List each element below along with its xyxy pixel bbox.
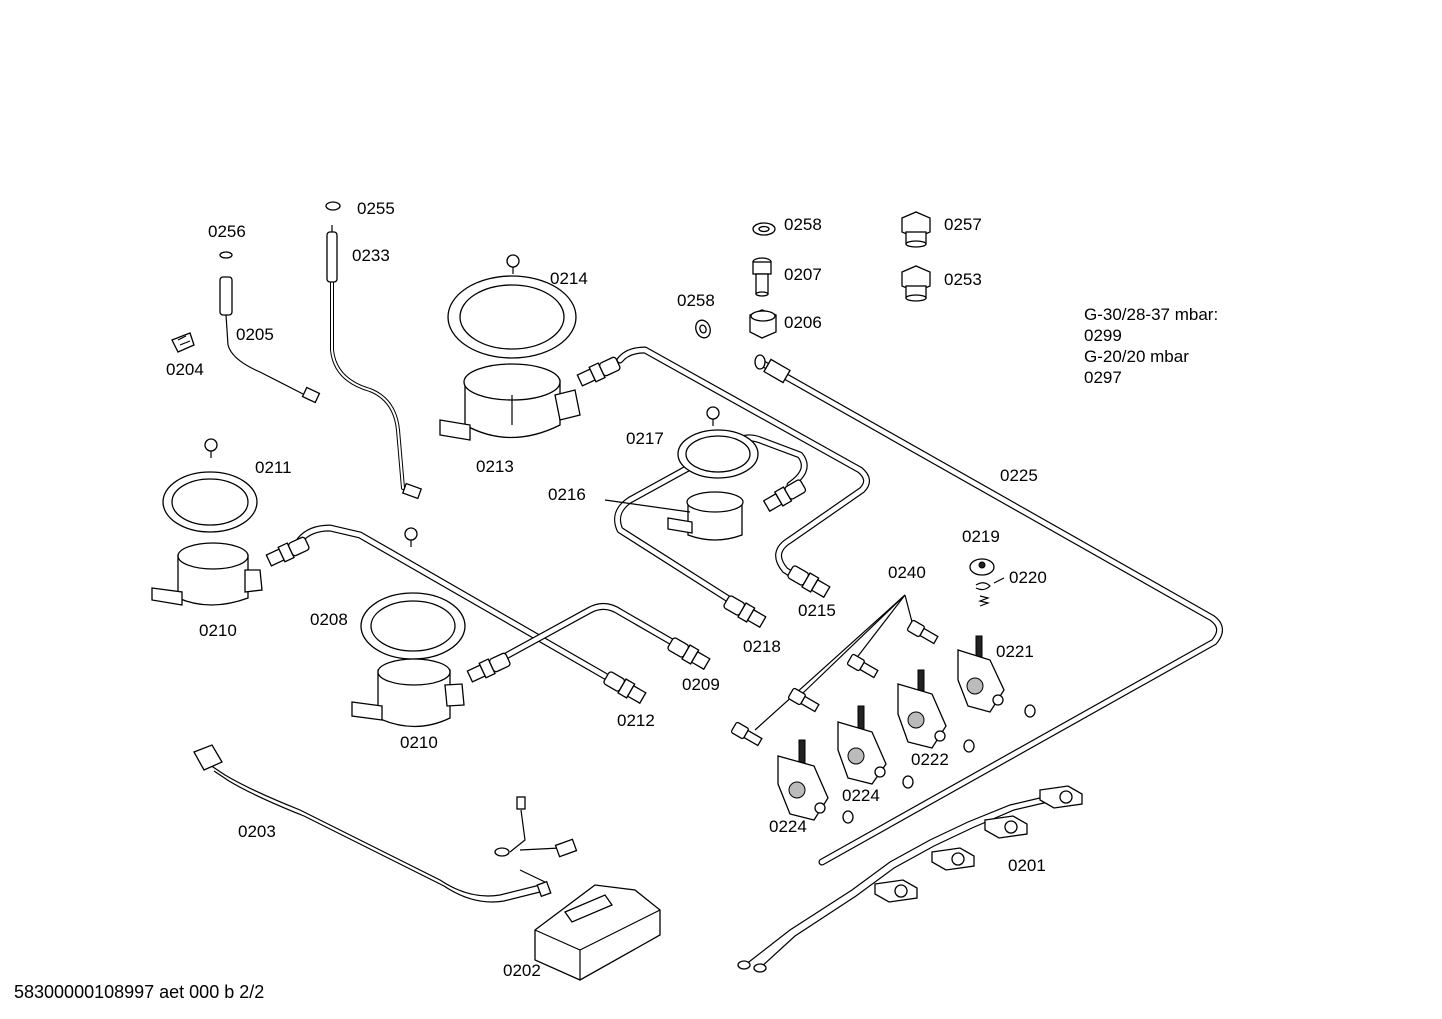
label-0225: 0225 xyxy=(1000,466,1038,485)
label-0222: 0222 xyxy=(911,750,949,769)
label-0217: 0217 xyxy=(626,429,664,448)
label-0212: 0212 xyxy=(617,711,655,730)
gas-pipe-upper-right xyxy=(616,346,870,584)
nozzle-0207 xyxy=(752,257,772,297)
label-0220: 0220 xyxy=(1009,568,1047,587)
label-0209: 0209 xyxy=(682,675,720,694)
label-0233: 0233 xyxy=(352,246,390,265)
label-0206: 0206 xyxy=(784,313,822,332)
spring-0220 xyxy=(975,577,1005,607)
gas-pipe-0212 xyxy=(296,524,609,680)
washer-0258-side xyxy=(695,319,711,339)
knob-0219 xyxy=(969,558,995,576)
label-0204: 0204 xyxy=(166,360,204,379)
label-0214: 0214 xyxy=(550,269,588,288)
label-0210-upper: 0210 xyxy=(199,621,237,640)
label-0216: 0216 xyxy=(548,485,586,504)
burner-0210-lower xyxy=(351,527,466,728)
gas-valve-0221 xyxy=(957,635,1036,718)
label-0215: 0215 xyxy=(798,601,836,620)
gas-pipe-0225 xyxy=(754,354,1223,866)
label-0253: 0253 xyxy=(944,270,982,289)
label-0256: 0256 xyxy=(208,222,246,241)
burner-0216 xyxy=(604,406,759,541)
label-0213: 0213 xyxy=(476,457,514,476)
label-0224-right: 0224 xyxy=(842,786,880,805)
thermocouple-0233 xyxy=(326,225,423,500)
gas-type-note: G-30/28-37 mbar: 0299 G-20/20 mbar 0297 xyxy=(1084,304,1218,388)
adapter-0257 xyxy=(901,211,931,248)
nozzle-fittings xyxy=(265,356,831,705)
label-0258-top: 0258 xyxy=(784,215,822,234)
gas-pipe-0209 xyxy=(491,603,676,666)
label-0240: 0240 xyxy=(888,563,926,582)
label-0219: 0219 xyxy=(962,527,1000,546)
label-0201: 0201 xyxy=(1008,856,1046,875)
nut-0206 xyxy=(749,309,777,339)
ignition-module-0202 xyxy=(534,884,661,981)
valve-stems-0240 xyxy=(730,594,939,747)
ignition-harness-0201 xyxy=(737,785,1083,973)
label-0208: 0208 xyxy=(310,610,348,629)
label-0203: 0203 xyxy=(238,822,276,841)
label-0221: 0221 xyxy=(996,642,1034,661)
gas-note-line1: G-30/28-37 mbar: xyxy=(1084,305,1219,324)
label-0255: 0255 xyxy=(357,199,395,218)
label-0202: 0202 xyxy=(503,961,541,980)
adapter-0253 xyxy=(901,265,931,302)
ignition-electrode-0205 xyxy=(219,251,321,404)
label-0224-left: 0224 xyxy=(769,817,807,836)
gas-note-line2: 0299 xyxy=(1084,326,1122,345)
label-0205: 0205 xyxy=(236,325,274,344)
gas-valve-0224-left xyxy=(777,739,854,824)
burner-0213 xyxy=(439,254,581,441)
drawing-reference-footer: 58300000108997 aet 000 b 2/2 xyxy=(14,982,265,1002)
label-0207: 0207 xyxy=(784,265,822,284)
label-0210-lower: 0210 xyxy=(400,733,438,752)
washer-0255 xyxy=(325,201,341,211)
label-0257: 0257 xyxy=(944,215,982,234)
burner-0210-upper xyxy=(151,438,263,606)
washer-0258-top xyxy=(752,222,776,236)
label-0211: 0211 xyxy=(255,458,292,477)
label-0258-side: 0258 xyxy=(677,291,715,310)
gas-note-line3: G-20/20 mbar xyxy=(1084,347,1189,366)
clip-0204 xyxy=(171,332,195,353)
gas-note-line4: 0297 xyxy=(1084,368,1122,387)
label-0218: 0218 xyxy=(743,637,781,656)
gas-valve-0224-right xyxy=(837,705,914,789)
cable-0203 xyxy=(193,744,578,903)
gas-valve-0222 xyxy=(897,669,975,753)
